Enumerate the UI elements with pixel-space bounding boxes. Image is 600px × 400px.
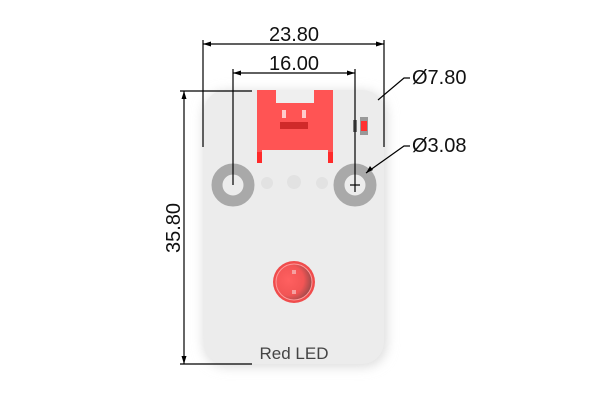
dimension-pad-diameter: Ø7.80 <box>377 67 466 101</box>
pin-hole <box>316 177 328 189</box>
dimension-board-height: 35.80 <box>163 90 252 365</box>
dimension-hole-diameter: Ø3.08 <box>365 135 466 174</box>
board-width-value: 23.80 <box>269 24 319 46</box>
pcb-board <box>204 90 384 364</box>
board-height-value: 35.80 <box>163 203 185 253</box>
dimension-hole-spacing: 16.00 <box>232 53 360 192</box>
hole-spacing-value: 16.00 <box>269 53 319 75</box>
pin-hole <box>261 177 273 189</box>
pin-hole <box>287 175 301 189</box>
dimension-board-width: 23.80 <box>202 24 385 147</box>
hole-diameter-value: Ø3.08 <box>412 135 466 157</box>
connector <box>257 90 333 163</box>
module-label: Red LED <box>260 344 329 363</box>
pad-diameter-value: Ø7.80 <box>412 67 466 89</box>
led <box>273 261 315 303</box>
